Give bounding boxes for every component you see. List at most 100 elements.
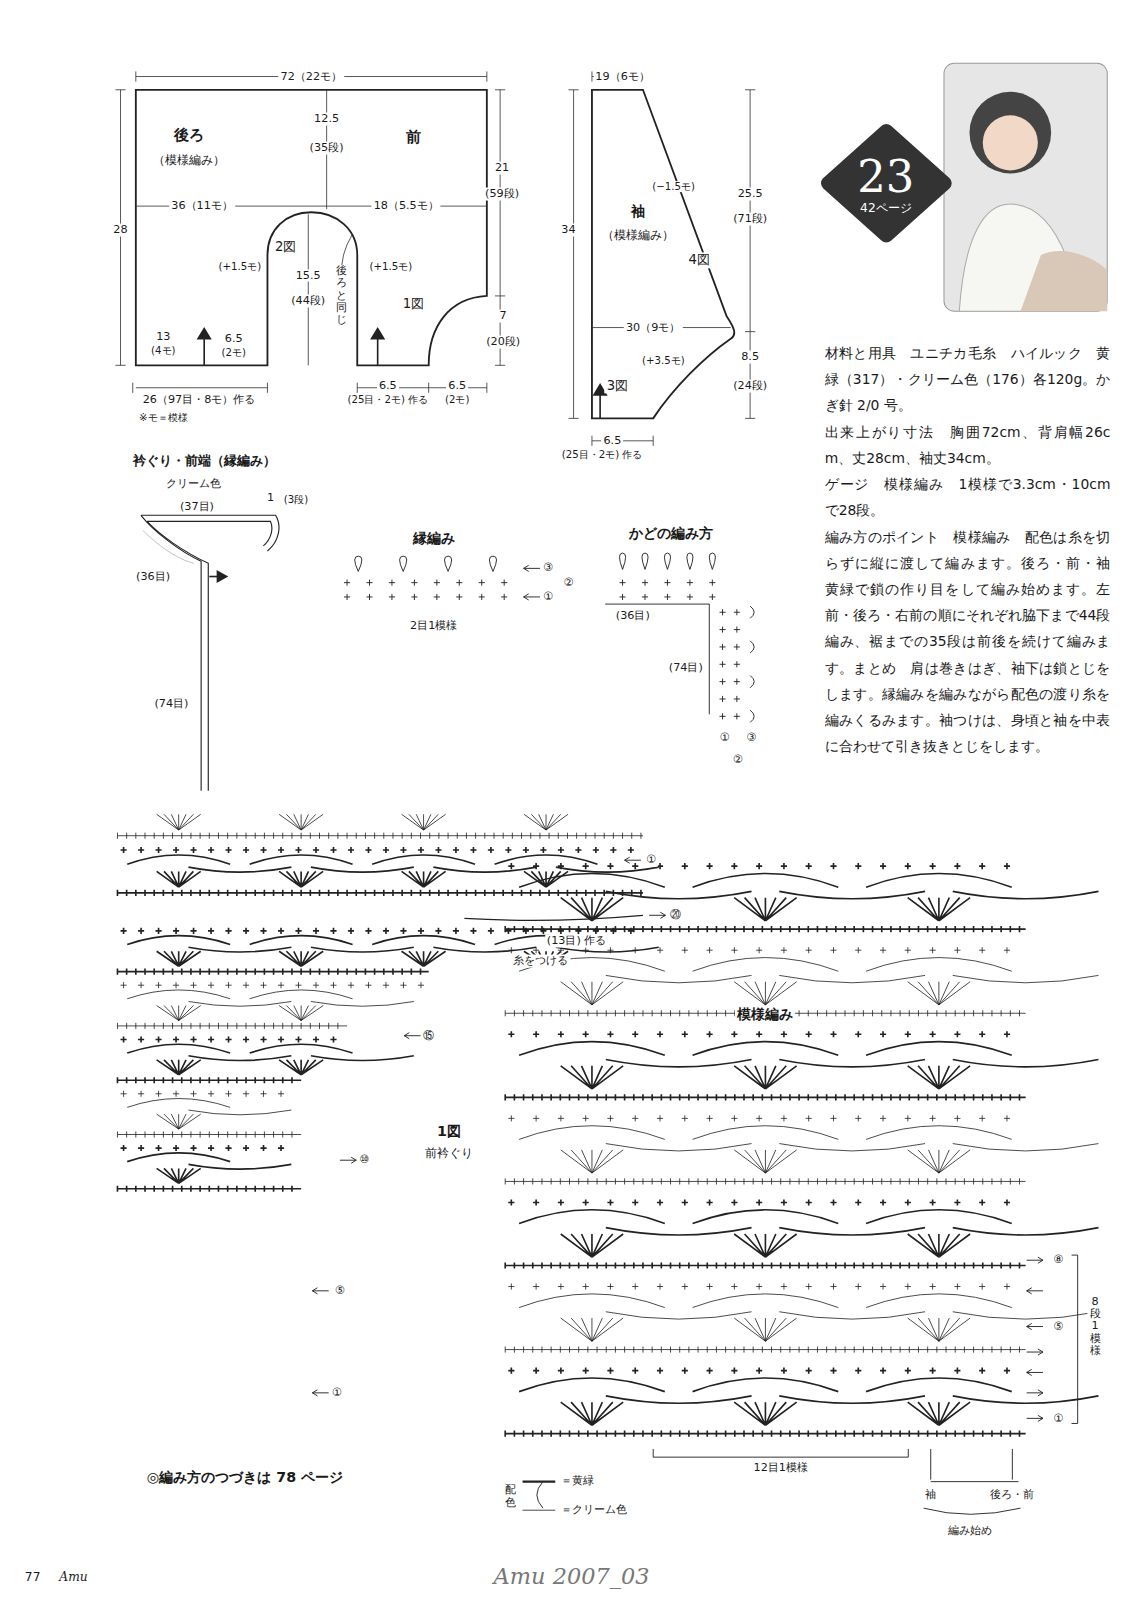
row-arrows (312, 565, 1077, 1514)
text-label: 後ろ・前 (988, 1489, 1036, 1502)
row-number: ② (731, 754, 745, 767)
dimension-lines (115, 71, 755, 445)
legend-sample (523, 1480, 556, 1482)
text-label: (2モ) (220, 347, 248, 359)
text-label: 12.5 (312, 113, 341, 126)
text-label: (13目) 作る (545, 935, 609, 948)
text-label: (36目) (614, 610, 652, 623)
stitch-row (157, 951, 568, 966)
stitch-row (157, 1060, 324, 1075)
stitch-row (505, 926, 1025, 932)
text-label: 7 (498, 310, 509, 323)
text-label: 3図 (605, 378, 630, 393)
stitch-row (127, 855, 658, 872)
heading: 縁編み (411, 530, 457, 546)
text-label: 13 (154, 330, 172, 343)
stitch-row (117, 833, 643, 839)
text-label: 糸をつける (511, 955, 570, 968)
text-label: 袖 (923, 1489, 938, 1502)
stitch-row (121, 1036, 337, 1042)
stitch-row (519, 1126, 1098, 1151)
legend-text: ＝黄緑 (559, 1475, 596, 1488)
stitch-row (561, 1150, 970, 1173)
stitch-row (117, 1023, 347, 1029)
row-number: ① (330, 1387, 344, 1400)
photo (944, 63, 1107, 311)
text-label: 21 (493, 162, 511, 175)
row-number: ⑧ (1051, 1254, 1065, 1267)
legend-text: ＝クリーム色 (559, 1504, 629, 1517)
row-number: ① (718, 731, 732, 744)
text-label: (25目・2モ) 作る (560, 449, 645, 461)
text-label: (20段) (484, 335, 522, 348)
text-label: 8段1模様 (1088, 1296, 1103, 1358)
schematic (136, 90, 734, 419)
stitch-row (157, 814, 568, 830)
stitch-row (561, 1234, 970, 1257)
text-label: (−1.5モ) (650, 181, 697, 193)
text-label: 2図 (273, 239, 298, 254)
stitch-row (505, 1431, 1025, 1437)
text-label: 6.5 (223, 332, 245, 345)
text-label: 前衿ぐり (423, 1146, 475, 1160)
stitch-row (561, 982, 970, 1005)
text-label: (24段) (731, 379, 769, 392)
stitch-row (508, 1115, 1010, 1121)
text-label: (4モ) (149, 345, 177, 357)
stitch-row (127, 1099, 291, 1115)
stitch-row (117, 1186, 301, 1192)
text-label: 18（5.5モ） (372, 200, 441, 213)
stitch-row (519, 1294, 1098, 1319)
stitch-row (127, 1153, 291, 1169)
stitch-row (157, 1168, 201, 1183)
stitch-row (464, 915, 643, 920)
text-label: (74目) (152, 698, 190, 711)
row-number: ⑮ (421, 1029, 436, 1042)
stitch-row (157, 871, 568, 887)
stitch-row (519, 1042, 1098, 1067)
text-label: 編み始め (946, 1524, 994, 1537)
stitch-row (117, 1131, 301, 1137)
stitch-row (561, 1066, 970, 1089)
row-number: ③ (541, 562, 555, 575)
heading: ◎編み方のつづきは 78 ページ (145, 1469, 345, 1485)
stitch-row (508, 1283, 1010, 1289)
text-label: (+3.5モ) (640, 355, 687, 367)
stitch-row (505, 1262, 1025, 1268)
text-label: 28 (111, 223, 129, 236)
stitch-row (561, 1402, 970, 1425)
collar-diagram (141, 515, 279, 791)
text-label: 4図 (686, 253, 711, 268)
text-label: (59段) (483, 187, 521, 200)
text-label: 77 (23, 1570, 43, 1584)
instruction-text: 出来上がり寸法 胸囲72cm、背肩幅26cm、丈28cm、袖丈34cm。 (825, 419, 1111, 471)
text-label: 34 (559, 223, 577, 236)
stitch-row (505, 1178, 1025, 1184)
stitch-row (505, 1094, 1025, 1100)
stitch-row (117, 1077, 301, 1083)
row-number: ① (1051, 1412, 1065, 1425)
text-label: (44段) (289, 295, 327, 308)
text-label: 配色 (503, 1484, 518, 1509)
row-number: ⑳ (668, 909, 683, 922)
heading: 前 (404, 129, 423, 147)
stitch-row (127, 1044, 414, 1060)
heading: 後ろ (172, 127, 206, 145)
text-label: 26（97目・8モ）作る (141, 394, 258, 407)
instruction-text: 材料と用具 ユニチカ毛糸 ハイルック 黄緑（317）・クリーム色（176）各12… (825, 340, 1111, 419)
stitch-row (508, 863, 1010, 869)
stitch-row (519, 1210, 1098, 1235)
text-label: 6.5 (601, 434, 623, 447)
row-number: ⑩ (357, 1154, 371, 1167)
stitch-row (121, 982, 424, 988)
text-label: 25.5 (736, 187, 765, 200)
row-number: ① (541, 591, 555, 604)
stitch-row (508, 1199, 1010, 1205)
text-label: (25目・2モ) 作る (346, 394, 431, 406)
heading: 衿ぐり・前端（縁編み） (131, 454, 278, 469)
heading: 模様編み (735, 1006, 795, 1022)
heading: かどの編み方 (627, 525, 715, 541)
text-label: 6.5 (446, 379, 468, 392)
text-label: （模様編み） (151, 153, 227, 167)
stitch-chart (117, 814, 1098, 1436)
